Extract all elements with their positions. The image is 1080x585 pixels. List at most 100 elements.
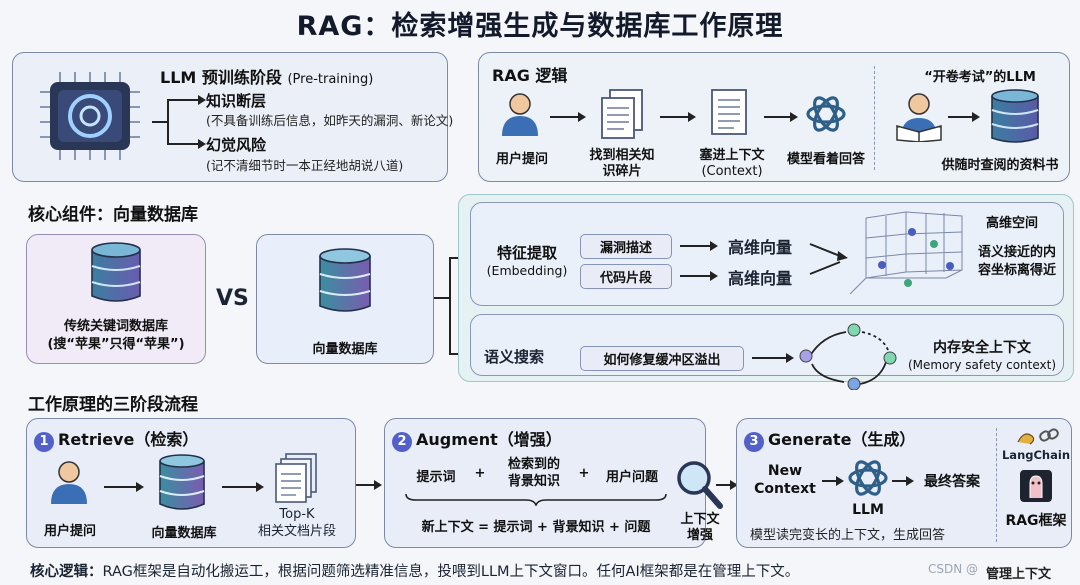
vs-label: VS [216, 286, 249, 311]
divider [996, 428, 997, 542]
high-dim-space-title: 高维空间 [985, 216, 1038, 231]
user-icon [502, 93, 538, 136]
footer-text: RAG框架是自动化搬运工，根据问题筛选精准信息，投喂到LLM上下文窗口。任何AI… [102, 564, 800, 580]
embedding-en: (Embedding) [486, 263, 568, 278]
rag-step-context-b: (Context) [701, 164, 763, 179]
new-context-a: New [767, 463, 803, 479]
topk-desc: 相关文档片段 [257, 524, 336, 539]
retrieve-user-question: 用户提问 [43, 524, 96, 539]
knowledge-gap-desc: (不具备训练后信息，如昨天的漏洞、新论文) [206, 113, 454, 128]
plus-sign: + [578, 466, 590, 481]
reference-book-caption: 供随时查阅的资料书 [941, 158, 1059, 173]
arrow [892, 476, 914, 486]
converge-arrows [809, 243, 848, 275]
rag-step-find-knowledge: 找到相关知 识碎片 [580, 148, 664, 180]
final-answer: 最终答案 [924, 474, 980, 490]
context-enhance-label: 上下文 增强 [670, 512, 730, 544]
high-dim-vector-1: 高维向量 [728, 238, 793, 257]
database-icon [319, 248, 371, 312]
llm-label: LLM [852, 502, 884, 518]
brace [405, 493, 667, 506]
step-number: 3 [744, 432, 764, 452]
embedding-label: 特征提取 (Embedding) [478, 244, 576, 280]
llm-heading-en: (Pre-training) [287, 72, 374, 87]
openai-logo-icon [806, 96, 846, 132]
arrow [716, 480, 738, 490]
user-icon [51, 461, 87, 504]
embedding-title: 特征提取 [496, 244, 557, 262]
space-desc-b: 容坐标离得近 [977, 263, 1056, 278]
tag-code-snippet: 代码片段 [580, 264, 672, 289]
langchain-logo-icon [1017, 428, 1059, 445]
footer: 核心逻辑：RAG框架是自动化搬运工，根据问题筛选精准信息，投喂到LLM上下文窗口… [30, 560, 1050, 581]
memory-safety-context: 内存安全上下文 (Memory safety context) [900, 340, 1064, 374]
llm-heading: LLM 预训练阶段 (Pre-training) [160, 64, 373, 88]
rag-step-model-answer: 模型看着回答 [786, 152, 865, 167]
arrow [660, 112, 696, 122]
augment-background: 检索到的 背景知识 [494, 456, 574, 490]
tag-vuln-description: 漏洞描述 [580, 234, 672, 259]
chip-icon [40, 72, 140, 160]
generate-stage-card [736, 418, 1072, 548]
search-query: 如何修复缓冲区溢出 [580, 346, 744, 371]
arrow [680, 241, 718, 251]
rag-step-find-a: 找到相关知 [589, 148, 655, 163]
arrow [222, 482, 264, 492]
semantic-search-title: 语义搜索 [484, 348, 545, 366]
rag-framework-label: RAG框架 [1005, 513, 1067, 529]
footer-label: 核心逻辑： [30, 564, 103, 580]
augment-user-question: 用户问题 [605, 470, 658, 485]
retrieve-vector-db: 向量数据库 [151, 526, 217, 541]
knowledge-gap-title: 知识断层 [206, 92, 267, 110]
enhance-a: 上下文 [680, 512, 720, 527]
docs-icon [275, 453, 317, 503]
database-icon [991, 89, 1039, 143]
new-context-label: New Context [746, 462, 824, 498]
step-number: 2 [392, 432, 412, 452]
vector-space-icon [849, 211, 963, 295]
semantic-cycle-icon [799, 323, 897, 390]
traditional-db-title: 传统关键词数据库 [63, 319, 168, 334]
divider [874, 66, 875, 170]
corner-label: 管理上下文 [986, 567, 1052, 582]
rag-step-user-question: 用户提问 [495, 152, 548, 167]
augment-stage-card [384, 418, 706, 548]
topk-title: Top-K [279, 507, 315, 522]
traditional-db-label: 传统关键词数据库 (搜“苹果”只得“苹果”) [28, 318, 204, 354]
augment-prompt: 提示词 [416, 470, 456, 485]
embedding-card [470, 202, 1064, 306]
page-title: RAG：检索增强生成与数据库工作原理 [296, 11, 784, 42]
background-b: 背景知识 [507, 474, 560, 489]
new-context-b: Context [754, 481, 816, 497]
openai-logo-icon [848, 460, 888, 496]
hallucination-title: 幻觉风险 [206, 136, 267, 154]
rag-step-find-b: 识碎片 [602, 164, 642, 179]
semantic-search-card [470, 314, 1064, 376]
background-a: 检索到的 [507, 457, 560, 472]
step-number: 1 [34, 432, 54, 452]
arrow [680, 271, 718, 281]
augment-formula: 新上下文 = 提示词 + 背景知识 + 问题 [421, 520, 651, 535]
llm-heading-text: LLM 预训练阶段 [160, 68, 282, 87]
traditional-db-note: (搜“苹果”只得“苹果”) [47, 337, 185, 352]
retrieve-title-text: Retrieve（检索） [58, 430, 199, 449]
reader-icon [896, 93, 942, 142]
arrow [948, 112, 980, 122]
rag-step-context: 塞进上下文 (Context) [686, 148, 778, 180]
document-icon [711, 89, 747, 135]
plus-sign: + [474, 466, 486, 481]
arrow [752, 353, 794, 363]
branch-arrows [152, 95, 206, 149]
arrow [822, 476, 844, 486]
database-icon [159, 454, 205, 510]
memory-en: (Memory safety context) [907, 358, 1057, 372]
augment-title-text: Augment（增强） [416, 430, 562, 449]
rag-logic-heading: RAG 逻辑 [492, 66, 568, 85]
rag-step-context-a: 塞进上下文 [699, 148, 765, 163]
database-icon [91, 242, 141, 302]
vector-section-heading: 核心组件：向量数据库 [28, 205, 198, 225]
generate-title-text: Generate（生成） [768, 430, 916, 449]
